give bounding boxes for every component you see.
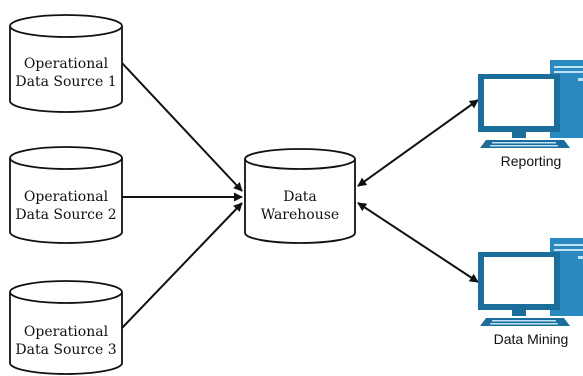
source-3-label-line1: Operational <box>24 324 109 340</box>
reporting-computer-icon <box>478 60 583 148</box>
source-1-label-line2: Data Source 1 <box>15 74 116 90</box>
arrow-warehouse-datamining <box>357 202 479 283</box>
source-cylinder-2: Operational Data Source 2 <box>9 146 123 244</box>
arrow-source3-to-warehouse <box>121 202 243 329</box>
source-3-label-line2: Data Source 3 <box>15 342 116 358</box>
warehouse-label-line1: Data <box>283 189 317 205</box>
warehouse-label-line2: Warehouse <box>261 207 339 223</box>
data-mining-label: Data Mining <box>494 331 569 347</box>
data-mining-computer-icon <box>478 238 583 326</box>
reporting-label: Reporting <box>501 153 562 169</box>
source-2-label-line1: Operational <box>24 189 109 205</box>
arrow-warehouse-reporting <box>357 99 479 187</box>
warehouse-cylinder: Data Warehouse <box>244 148 356 244</box>
arrow-source1-to-warehouse <box>121 62 243 192</box>
source-cylinder-3: Operational Data Source 3 <box>9 280 123 375</box>
source-1-label-line1: Operational <box>24 56 109 72</box>
source-cylinder-1: Operational Data Source 1 <box>9 14 123 113</box>
source-2-label-line2: Data Source 2 <box>15 207 116 223</box>
